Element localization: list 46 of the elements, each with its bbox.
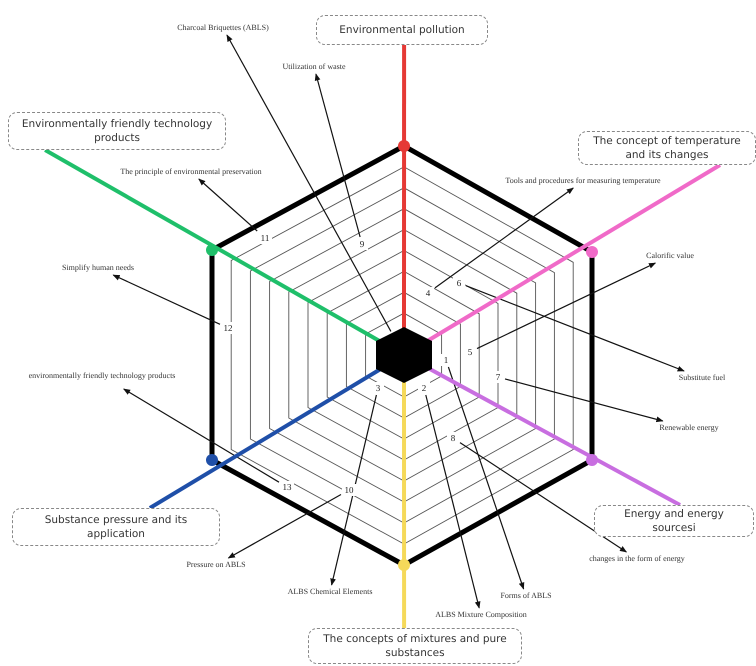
topic-box: Environmentally friendly technology products <box>8 112 226 150</box>
callout-label: The principle of environmental preservation <box>96 166 286 178</box>
axis-line <box>402 382 406 628</box>
callout-label: Charcoal Briquettes (ABLS) <box>163 22 283 34</box>
leader-arrow <box>460 442 627 552</box>
callout-label: changes in the form of energy <box>572 553 702 565</box>
callout-number: 2 <box>418 382 430 394</box>
leader-arrow <box>466 285 685 372</box>
leader-arrow <box>448 366 524 590</box>
axis-line <box>426 366 681 507</box>
axis-line <box>426 163 722 343</box>
leader-arrow <box>228 494 342 559</box>
callout-label: environmentally friendly technology products <box>22 364 182 388</box>
leader-arrow <box>476 262 656 350</box>
axis-line <box>402 45 406 328</box>
callout-label: ALBS Chemical Elements <box>273 586 387 598</box>
callout-label: Substitute fuel <box>666 372 738 384</box>
callout-number: 11 <box>258 232 272 244</box>
topic-box: The concept of temperature and its changes <box>578 131 756 165</box>
leader-arrow <box>425 394 480 609</box>
callout-label: Tools and procedures for measuring temperature <box>478 175 688 187</box>
topic-box: Energy and energy sourcesi <box>594 505 754 537</box>
leader-arrow <box>330 394 377 586</box>
callout-number: 13 <box>280 481 294 493</box>
leader-arrow <box>226 34 392 332</box>
callout-label: ALBS Mixture Composition <box>420 609 542 621</box>
leader-arrow <box>112 274 220 325</box>
callout-label: Pressure on ABLS <box>174 559 258 571</box>
axis-line <box>148 367 382 510</box>
callout-label: Calorific value <box>634 250 706 262</box>
leader-arrow <box>123 388 280 483</box>
callout-label: Utilization of waste <box>270 61 358 73</box>
callout-label: Forms of ABLS <box>490 590 562 602</box>
topic-box: Substance pressure and its application <box>12 508 220 546</box>
topic-box: Environmental pollution <box>316 15 488 45</box>
callout-label: Simplify human needs <box>48 262 148 274</box>
topic-box: The concepts of mixtures and pure substances <box>308 628 522 664</box>
leader-arrow <box>198 178 258 232</box>
axis-line <box>44 148 382 344</box>
leader-arrow <box>314 73 361 238</box>
callout-number: 6 <box>453 277 465 289</box>
callout-number: 12 <box>221 322 235 334</box>
callout-label: Renewable energy <box>644 422 734 434</box>
callout-number: 10 <box>342 484 356 496</box>
leader-arrow <box>434 188 574 288</box>
leader-arrow <box>504 378 664 422</box>
